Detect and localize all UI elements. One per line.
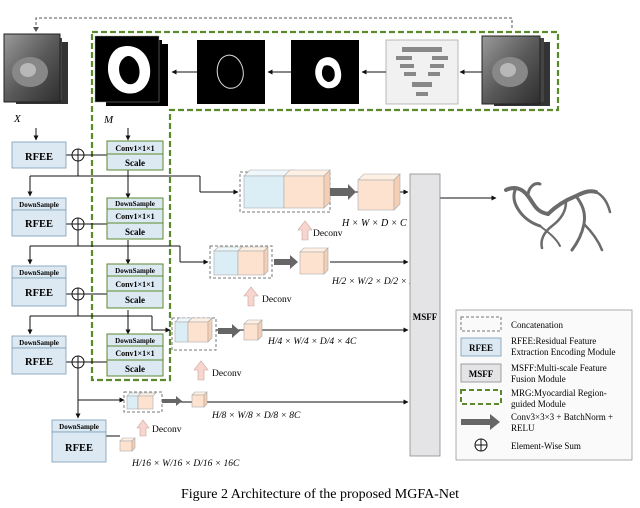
dim-label-2: H/2 × W/2 × D/2 × 2C bbox=[331, 277, 421, 287]
dim-label-3: H/4 × W/4 × D/4 × 4C bbox=[267, 337, 357, 347]
network-diagram-icon bbox=[385, 39, 459, 105]
legend-msff-abbr: MSFF bbox=[469, 369, 494, 379]
mask-image-3 bbox=[291, 40, 359, 104]
deconv-arrow-4: Deconv bbox=[136, 419, 182, 437]
downsample-block-2: DownSample RFEE bbox=[11, 265, 67, 307]
top-dashed-connector bbox=[35, 17, 513, 30]
dim-label-1: H × W × D × C bbox=[341, 218, 407, 229]
conv-label-2: Conv1×1×1 bbox=[115, 212, 154, 221]
conv-label-4: Conv1×1×1 bbox=[115, 349, 154, 358]
conv-label-1: Conv1×1×1 bbox=[115, 144, 154, 153]
downsample-block-1: DownSample RFEE bbox=[11, 197, 67, 237]
legend-conv-line1: Conv3×3×3 + BatchNorm + bbox=[511, 412, 613, 422]
sum-node-3 bbox=[71, 287, 85, 301]
coronary-vessel-render bbox=[504, 182, 612, 252]
deconv-label-1: Deconv bbox=[313, 229, 343, 239]
conv-label-3: Conv1×1×1 bbox=[115, 280, 154, 289]
legend-msff-line2: Fusion Module bbox=[511, 374, 566, 384]
rfee-label-3: RFEE bbox=[25, 288, 53, 299]
scale-label-4: Scale bbox=[125, 364, 145, 374]
decoder-level-4 bbox=[123, 391, 208, 413]
decoder-level-1 bbox=[239, 169, 401, 213]
legend-sum-icon bbox=[474, 438, 488, 452]
legend-rfee-abbr: RFEE bbox=[469, 343, 493, 353]
mask-image-1 bbox=[94, 35, 168, 106]
mrg-region bbox=[90, 30, 560, 382]
scale-label-1: Scale bbox=[125, 158, 145, 168]
mask-image-2 bbox=[197, 40, 265, 104]
legend-conv-arrow-icon bbox=[461, 414, 500, 430]
sum-node-1 bbox=[71, 148, 85, 162]
legend-msff-line1: MSFF:Multi-scale Feature bbox=[511, 363, 607, 373]
legend-conv-line2: RELU bbox=[511, 423, 535, 433]
legend-sum-label: Element-Wise Sum bbox=[511, 441, 581, 451]
sum-node-2 bbox=[71, 217, 85, 231]
downsample-block-4: DownSample RFEE bbox=[51, 419, 107, 463]
deconv-arrow-2: Deconv bbox=[243, 286, 292, 307]
downsample-block-3: DownSample RFEE bbox=[11, 335, 67, 375]
conv-scale-block-3: DownSample Conv1×1×1 Scale bbox=[106, 263, 164, 309]
deconv-arrow-1: Deconv bbox=[297, 220, 343, 241]
legend-mrg-swatch bbox=[460, 389, 502, 405]
decoder-level-3 bbox=[171, 317, 263, 351]
scale-label-2: Scale bbox=[125, 227, 145, 237]
deconv-arrow-3: Deconv bbox=[193, 360, 242, 381]
downsample-mrg-3: DownSample bbox=[115, 337, 155, 345]
downsample-mrg-2: DownSample bbox=[115, 267, 155, 275]
rfee-label-1: RFEE bbox=[25, 152, 53, 163]
msff-module: MSFF bbox=[409, 173, 441, 457]
legend-mrg-line1: MRG:Myocardial Region- bbox=[511, 388, 607, 398]
legend-rfee-swatch bbox=[460, 337, 502, 357]
deconv-label-4: Deconv bbox=[152, 425, 182, 435]
downsample-mrg-1: DownSample bbox=[115, 200, 155, 208]
rfee-block-1: RFEE bbox=[11, 141, 67, 169]
x-label: X bbox=[13, 113, 22, 125]
dim-label-5: H/16 × W/16 × D/16 × 16C bbox=[131, 459, 240, 469]
bottleneck-cube bbox=[119, 437, 136, 452]
legend-concat-label: Concatenation bbox=[511, 320, 563, 330]
figure-caption: Figure 2 Architecture of the proposed MG… bbox=[181, 487, 459, 502]
sum-node-4 bbox=[71, 355, 85, 369]
rfee-label-4: RFEE bbox=[25, 357, 53, 368]
legend-rfee-line1: RFEE:Residual Feature bbox=[511, 336, 596, 346]
conv-scale-block-2: DownSample Conv1×1×1 Scale bbox=[106, 197, 164, 240]
deconv-label-3: Deconv bbox=[212, 369, 242, 379]
deconv-label-2: Deconv bbox=[262, 295, 292, 305]
legend-msff-swatch bbox=[460, 363, 502, 383]
legend: Concatenation RFEE RFEE:Residual Feature… bbox=[455, 309, 633, 461]
downsample-label-3: DownSample bbox=[19, 339, 59, 347]
dim-label-4: H/8 × W/8 × D/8 × 8C bbox=[211, 411, 301, 421]
rfee-label-5: RFEE bbox=[65, 443, 93, 454]
decoder-level-2 bbox=[209, 245, 329, 279]
legend-concat-swatch bbox=[460, 316, 502, 332]
legend-rfee-line2: Extraction Encoding Module bbox=[511, 347, 615, 357]
downsample-label-4: DownSample bbox=[59, 423, 99, 431]
msff-label: MSFF bbox=[413, 312, 438, 322]
ct-input-stack bbox=[3, 33, 68, 104]
ct-stack-right bbox=[481, 35, 550, 106]
downsample-label-1: DownSample bbox=[19, 201, 59, 209]
downsample-label-2: DownSample bbox=[19, 269, 59, 277]
rfee-label-2: RFEE bbox=[25, 219, 53, 230]
conv-scale-block-4: DownSample Conv1×1×1 Scale bbox=[106, 333, 164, 377]
legend-mrg-line2: guided Module bbox=[511, 399, 566, 409]
m-label: M bbox=[103, 114, 114, 126]
scale-label-3: Scale bbox=[125, 295, 145, 305]
conv-scale-block-1: Conv1×1×1 Scale bbox=[106, 140, 164, 171]
element-wise-sum-nodes bbox=[71, 148, 85, 369]
